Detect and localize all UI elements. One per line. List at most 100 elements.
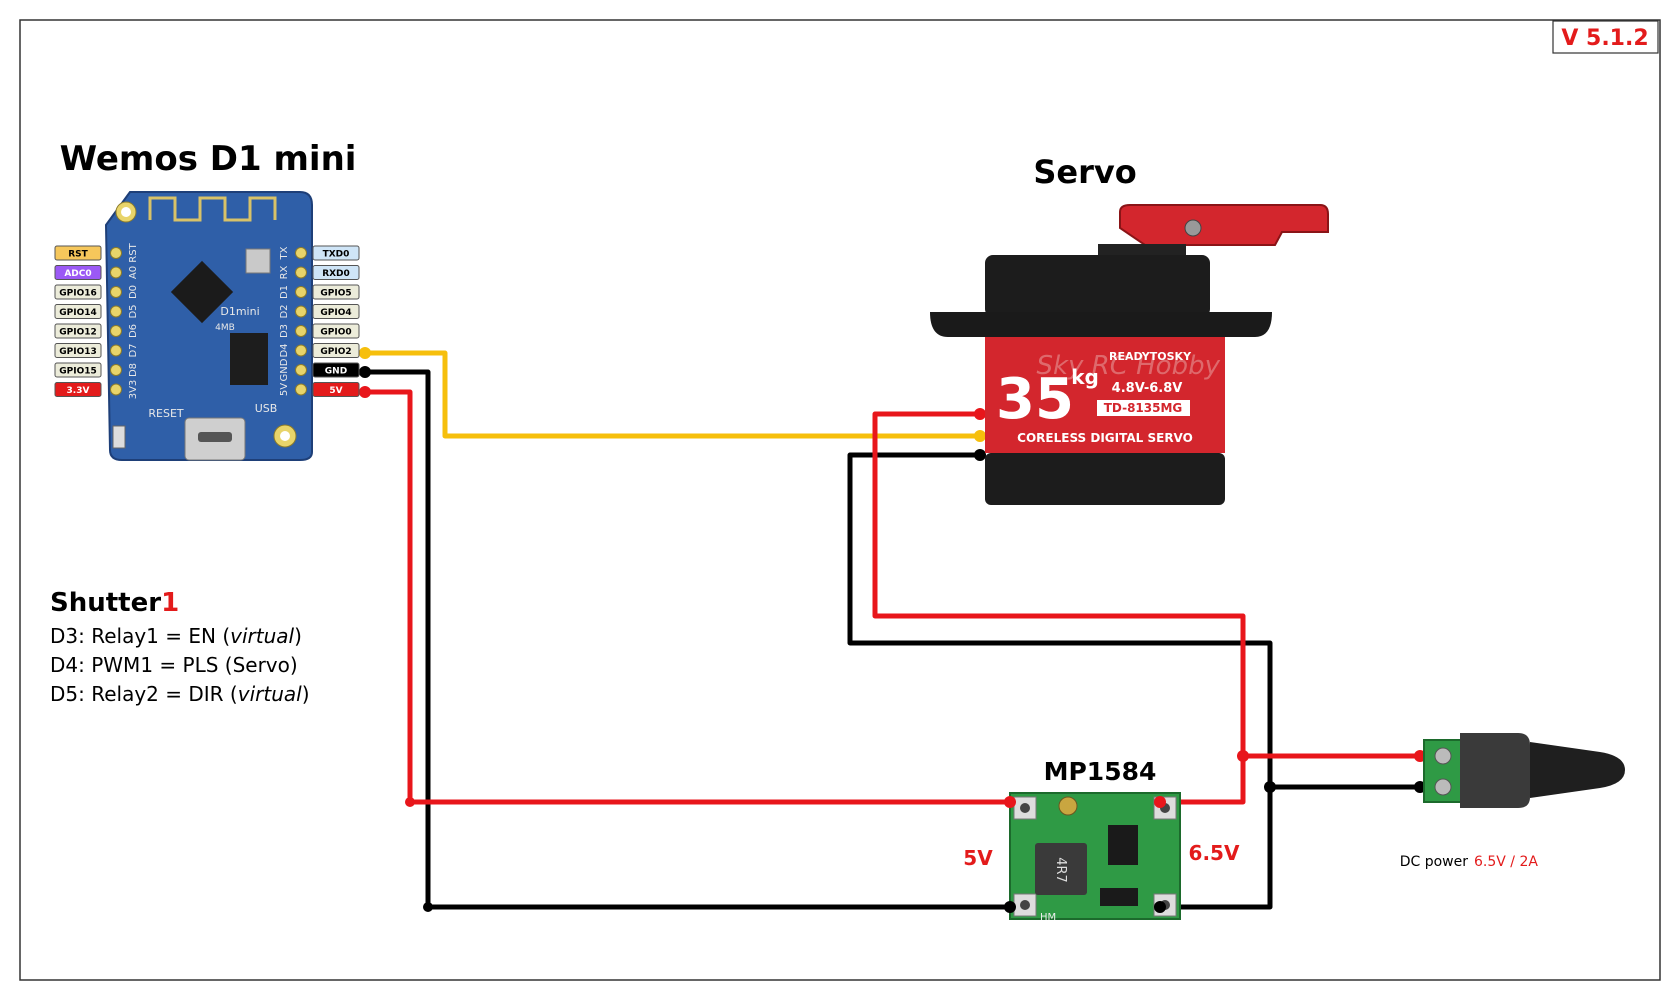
pin-hole (295, 286, 307, 298)
wemos-board: D1mini 4MB RESET USB RSTA0D0D5D6D7D83V3 … (104, 191, 313, 461)
left-pin-label: ADC0 (64, 269, 91, 279)
junction-dot (974, 430, 986, 442)
wemos-left-pin-labels: RSTADC0GPIO16GPIO14GPIO12GPIO13GPIO153.3… (54, 245, 102, 397)
right-pin-label: 5V (329, 386, 342, 396)
shutter-lines: D3: Relay1 = EN (virtual)D4: PWM1 = PLS … (50, 624, 310, 706)
reset-print: RESET (148, 407, 184, 420)
servo-case-top (985, 255, 1210, 317)
left-pin-tag (54, 362, 102, 378)
right-pin-tag (312, 323, 360, 339)
left-pin-label: GPIO13 (59, 347, 97, 357)
pin-hole (110, 383, 122, 396)
converter-inductor (1035, 843, 1087, 895)
power-wire-5v (365, 389, 1010, 805)
servo-rating: 35 (996, 367, 1074, 432)
right-pin-silk: D3 (279, 324, 290, 338)
left-pin-label: RST (68, 250, 88, 260)
pin-hole (295, 383, 307, 396)
right-pin-silk: D2 (279, 304, 290, 318)
board-sub-print: 4MB (215, 323, 235, 333)
junction-dot (423, 902, 433, 912)
converter-pads (1013, 796, 1177, 917)
dc-jack-boot (1530, 742, 1625, 798)
servo-case-bottom (985, 453, 1225, 505)
converter-module: 4R7 HM (1004, 792, 1181, 923)
left-pin-label: GPIO16 (59, 289, 97, 299)
left-pin-tag (54, 265, 102, 280)
wire-junctions (359, 347, 1426, 912)
power-wire-6v5 (872, 411, 1246, 805)
servo-watermark: Sky RC Hobby (1036, 351, 1220, 381)
right-pin-tag (312, 343, 360, 358)
right-pin-tag (312, 245, 360, 261)
junction-dot (359, 366, 371, 378)
right-pin-tag (312, 284, 360, 300)
left-pin-silk: RST (128, 242, 139, 262)
shutter-line: D4: PWM1 = PLS (Servo) (50, 653, 298, 677)
shutter-line: D5: Relay2 = DIR (virtual) (50, 682, 310, 706)
converter-trimmer (1058, 796, 1078, 816)
right-pin-label: RXD0 (322, 269, 350, 279)
servo-title: Servo (1033, 153, 1136, 191)
junction-dot (974, 408, 986, 420)
wires (365, 350, 1420, 910)
left-pin-silk: D6 (128, 324, 139, 338)
left-pin-label: GPIO14 (59, 308, 97, 318)
converter-ic (1108, 825, 1138, 865)
converter-title: MP1584 (1044, 757, 1157, 786)
right-pin-silk: TX (279, 246, 290, 260)
pin-hole (110, 325, 122, 337)
pin-hole (295, 305, 307, 318)
junction-dot (1264, 781, 1276, 793)
servo-body: Sky RC Hobby READYTOSKY 35 kg 4.8V-6.8V … (930, 204, 1329, 505)
dc-jack-housing (1460, 733, 1530, 808)
right-pin-label: GND (325, 367, 347, 377)
junction-dot (405, 797, 415, 807)
left-pin-silk: A0 (128, 266, 139, 279)
junction-dot (359, 386, 371, 398)
pin-hole (295, 266, 307, 279)
pin-hole (110, 247, 122, 259)
right-pin-label: GPIO2 (320, 347, 351, 357)
version-box: V 5.1.2 (1552, 20, 1659, 54)
reset-button (112, 425, 126, 449)
left-pin-tag (54, 304, 102, 319)
left-pin-silk: D5 (128, 304, 139, 318)
shutter-notes: Shutter1 D3: Relay1 = EN (virtual)D4: PW… (50, 588, 310, 706)
left-pin-label: GPIO15 (59, 367, 97, 377)
pin-hole (295, 344, 307, 357)
shutter-number: 1 (161, 588, 179, 618)
usb-print: USB (255, 402, 278, 415)
servo-brand: READYTOSKY (1109, 350, 1192, 363)
right-pin-tag (312, 362, 360, 378)
pin-hole (110, 364, 122, 376)
left-pin-silk: D8 (128, 363, 139, 377)
pin-hole (295, 247, 307, 259)
left-pin-silk: 3V3 (128, 380, 139, 400)
pin-hole (110, 266, 122, 279)
version-label: V 5.1.2 (1561, 26, 1648, 51)
pin-hole (110, 344, 122, 357)
right-pin-label: GPIO0 (320, 328, 351, 338)
servo-model-box (1097, 400, 1190, 416)
right-pin-tag (312, 382, 360, 397)
servo-unit: kg (1071, 365, 1099, 389)
right-pin-silk: 5V (279, 383, 290, 396)
left-pin-tag (54, 382, 102, 397)
wemos-title: Wemos D1 mini (60, 139, 357, 179)
left-pin-tag (54, 284, 102, 300)
junction-dot (359, 347, 371, 359)
servo-model: TD-8135MG (1104, 401, 1183, 415)
antenna-trace (148, 196, 277, 222)
esp-chip (170, 260, 234, 324)
pin-hole (110, 305, 122, 318)
servo-mount-ears (930, 312, 1272, 337)
signal-wire (365, 350, 980, 439)
pin-hole (295, 325, 307, 337)
left-pin-silk: D0 (128, 285, 139, 299)
board-print: D1mini (220, 305, 259, 318)
right-pin-label: TXD0 (323, 250, 350, 260)
